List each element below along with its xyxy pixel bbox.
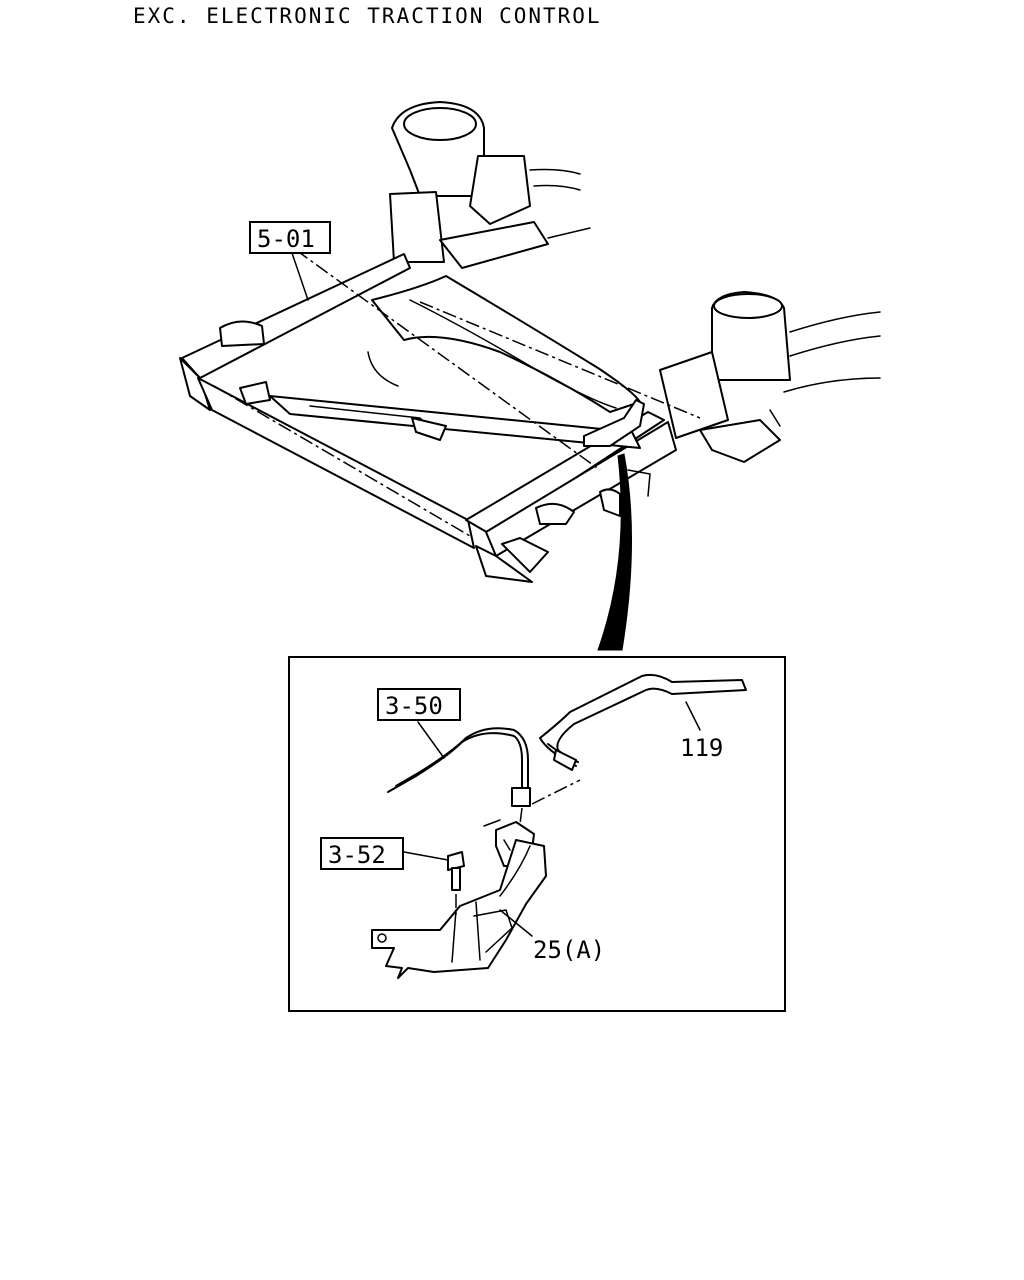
- callout-pipe-ref-text: 3-50: [385, 692, 443, 720]
- detail-view-frame: [288, 656, 786, 1012]
- callout-frame-ref-text: 5-01: [257, 225, 315, 253]
- part-number-brake-pipe: 119: [680, 734, 723, 762]
- page-title: EXC. ELECTRONIC TRACTION CONTROL: [133, 4, 602, 28]
- callout-pipe-ref: 3-50: [377, 688, 461, 721]
- callout-bolt-ref: 3-52: [320, 837, 404, 870]
- detail-view-drawing: [371, 673, 747, 979]
- callout-bolt-ref-text: 3-52: [328, 841, 386, 869]
- callout-frame-ref: 5-01: [249, 221, 331, 254]
- chassis-frame-drawing: [179, 101, 881, 651]
- part-number-bracket: 25(A): [533, 936, 605, 964]
